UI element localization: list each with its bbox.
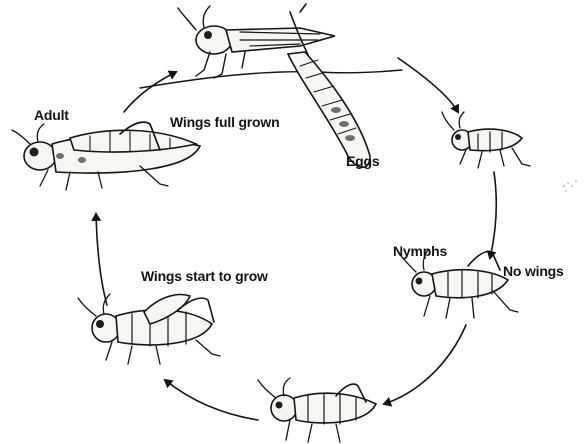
nymph-locust-illustration [398, 250, 518, 318]
ground-line [140, 70, 402, 88]
cycle-arrow-left-to-adult [96, 214, 107, 305]
label-no-wings: No wings [503, 263, 564, 279]
label-adult: Adult [34, 107, 69, 123]
cycle-arrow-adult-to-laying [124, 72, 176, 112]
hatchling-locust-illustration [442, 112, 530, 168]
growing-nymph-locust-illustration [258, 378, 376, 442]
cycle-arrow-nymph-to-growing [384, 325, 466, 404]
cycle-arrow-laying-to-hatchling [398, 58, 458, 112]
scan-speckle [563, 180, 577, 192]
wing-bud-nymph-locust-illustration [78, 294, 220, 364]
label-eggs: Eggs [346, 153, 379, 169]
cycle-arrow-hatchling-to-nymph [490, 172, 496, 258]
egg-laying-locust-illustration [178, 4, 370, 167]
label-wings-start-to-grow: Wings start to grow [141, 268, 268, 284]
label-wings-full-grown: Wings full grown [170, 114, 279, 130]
adult-locust-illustration [12, 122, 200, 190]
cycle-arrow-bottom-to-left [165, 380, 258, 420]
label-nymphs: Nymphs [393, 243, 447, 259]
